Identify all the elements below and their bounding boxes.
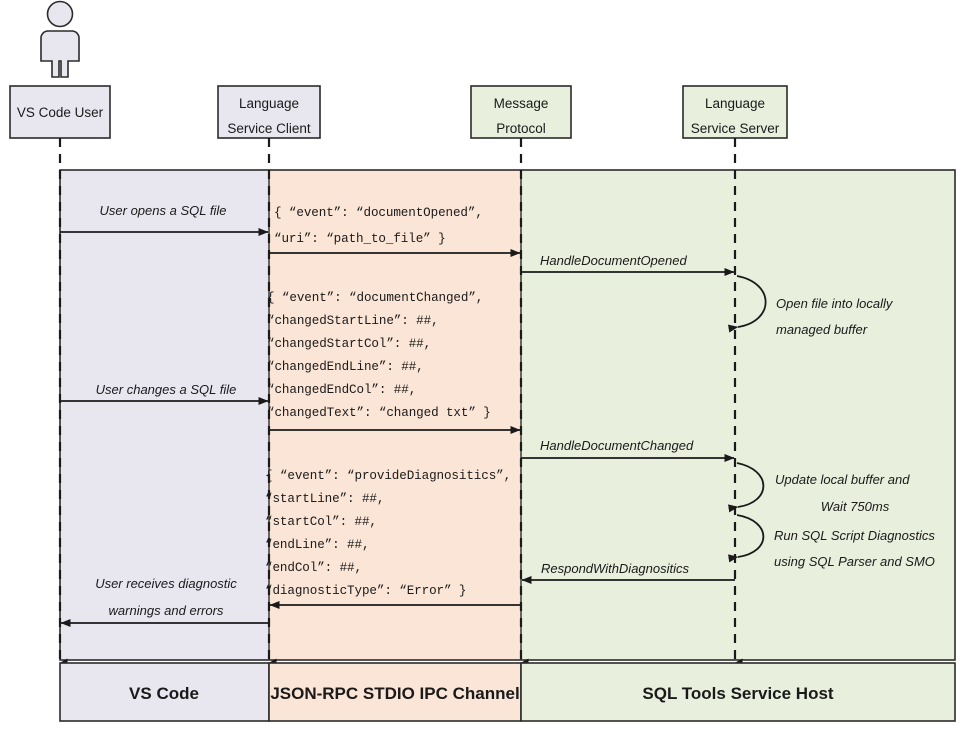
- self-message-label-line2: managed buffer: [776, 322, 868, 337]
- footer-label-vs-code: VS Code: [129, 684, 199, 703]
- json-line: “changedEndCol”: ##,: [267, 383, 416, 397]
- header-label-mp-line2: Protocol: [496, 121, 546, 136]
- self-message-update-buffer: Update local buffer and Wait 750ms: [728, 462, 910, 514]
- self-loop-arrow-open-file: [727, 275, 767, 333]
- json-line: “startLine”: ##,: [265, 492, 384, 506]
- self-message-open-file: Open file into locally managed buffer: [727, 275, 894, 337]
- header-label-lss-line1: Language: [705, 96, 765, 111]
- footer-label-jsonrpc: JSON-RPC STDIO IPC Channel: [270, 684, 519, 703]
- header-label-mp-line1: Message: [494, 96, 549, 111]
- message-user-receives-diagnostics: User receives diagnostic warnings and er…: [60, 576, 269, 627]
- self-message-label-line2: Wait 750ms: [821, 499, 890, 514]
- message-label-user-changes: User changes a SQL file: [96, 382, 237, 397]
- message-handle-document-changed: HandleDocumentChanged: [521, 438, 735, 462]
- message-label-user-receives-line2: warnings and errors: [109, 603, 224, 618]
- vs-code-user-actor: [40, 0, 80, 78]
- band-vs-code: [60, 170, 269, 660]
- header-box-message-protocol[interactable]: Message Protocol: [470, 85, 572, 139]
- json-line: { “event”: “documentChanged”,: [267, 291, 483, 305]
- self-message-label-line2: using SQL Parser and SMO: [774, 554, 935, 569]
- footer-box-jsonrpc[interactable]: [268, 662, 522, 722]
- footer-regions: VS Code JSON-RPC STDIO IPC Channel SQL T…: [59, 662, 956, 722]
- band-jsonrpc: [269, 170, 521, 660]
- message-label-handle-document-changed: HandleDocumentChanged: [540, 438, 694, 453]
- message-user-changes-sql-file: User changes a SQL file: [60, 382, 269, 405]
- self-message-label-line1: Run SQL Script Diagnostics: [774, 528, 935, 543]
- header-box-language-service-server[interactable]: Language Service Server: [682, 85, 788, 139]
- self-message-label-line1: Open file into locally: [776, 296, 894, 311]
- message-handle-document-opened: HandleDocumentOpened: [521, 253, 735, 276]
- json-line: “diagnosticType”: “Error” }: [265, 584, 466, 598]
- json-payload-document-opened: { “event”: “documentOpened”, “uri”: “pat…: [269, 206, 521, 257]
- message-respond-with-diagnostics: RespondWithDiagnositics: [521, 561, 735, 584]
- person-icon-head: [46, 0, 74, 28]
- header-label-lss-line2: Service Server: [691, 121, 780, 136]
- self-loop-arrow-run-diagnostics: [728, 514, 765, 563]
- self-message-label-line1: Update local buffer and: [775, 472, 910, 487]
- self-loop-arrow-update-buffer: [728, 462, 765, 513]
- json-line: “startCol”: ##,: [265, 515, 377, 529]
- message-label-respond-with-diagnostics: RespondWithDiagnositics: [541, 561, 690, 576]
- message-label-user-receives-line1: User receives diagnostic: [95, 576, 237, 591]
- json-payload-provide-diagnostics: { “event”: “provideDiagnositics”, “start…: [265, 469, 521, 609]
- header-label-lsc-line1: Language: [239, 96, 299, 111]
- region-bands: [59, 169, 956, 661]
- band-sql-tools: [521, 170, 955, 660]
- footer-box-vs-code[interactable]: [59, 662, 270, 722]
- json-line: “endLine”: ##,: [265, 538, 369, 552]
- json-line: “changedText”: “changed txt” }: [267, 406, 491, 420]
- header-label-vs-code-user: VS Code User: [17, 105, 104, 120]
- json-line: { “event”: “documentOpened”,: [274, 206, 483, 220]
- json-line: “changedStartLine”: ##,: [267, 314, 439, 328]
- header-box-vs-code-user[interactable]: VS Code User: [9, 85, 111, 139]
- self-message-run-diagnostics: Run SQL Script Diagnostics using SQL Par…: [728, 514, 935, 569]
- json-line: “uri”: “path_to_file” }: [274, 232, 446, 246]
- message-user-opens-sql-file: User opens a SQL file: [60, 203, 269, 236]
- json-payload-document-changed: { “event”: “documentChanged”, “changedSt…: [267, 291, 521, 434]
- person-icon-body: [40, 30, 80, 78]
- message-label-handle-document-opened: HandleDocumentOpened: [540, 253, 687, 268]
- message-label-user-opens: User opens a SQL file: [100, 203, 227, 218]
- json-line: “changedStartCol”: ##,: [267, 337, 431, 351]
- footer-box-sql-tools[interactable]: [520, 662, 956, 722]
- json-line: { “event”: “provideDiagnositics”,: [265, 469, 511, 483]
- json-line: “endCol”: ##,: [265, 561, 362, 575]
- footer-label-sql-tools: SQL Tools Service Host: [642, 684, 833, 703]
- json-line: “changedEndLine”: ##,: [267, 360, 424, 374]
- header-box-language-service-client[interactable]: Language Service Client: [217, 85, 321, 139]
- header-label-lsc-line2: Service Client: [227, 121, 311, 136]
